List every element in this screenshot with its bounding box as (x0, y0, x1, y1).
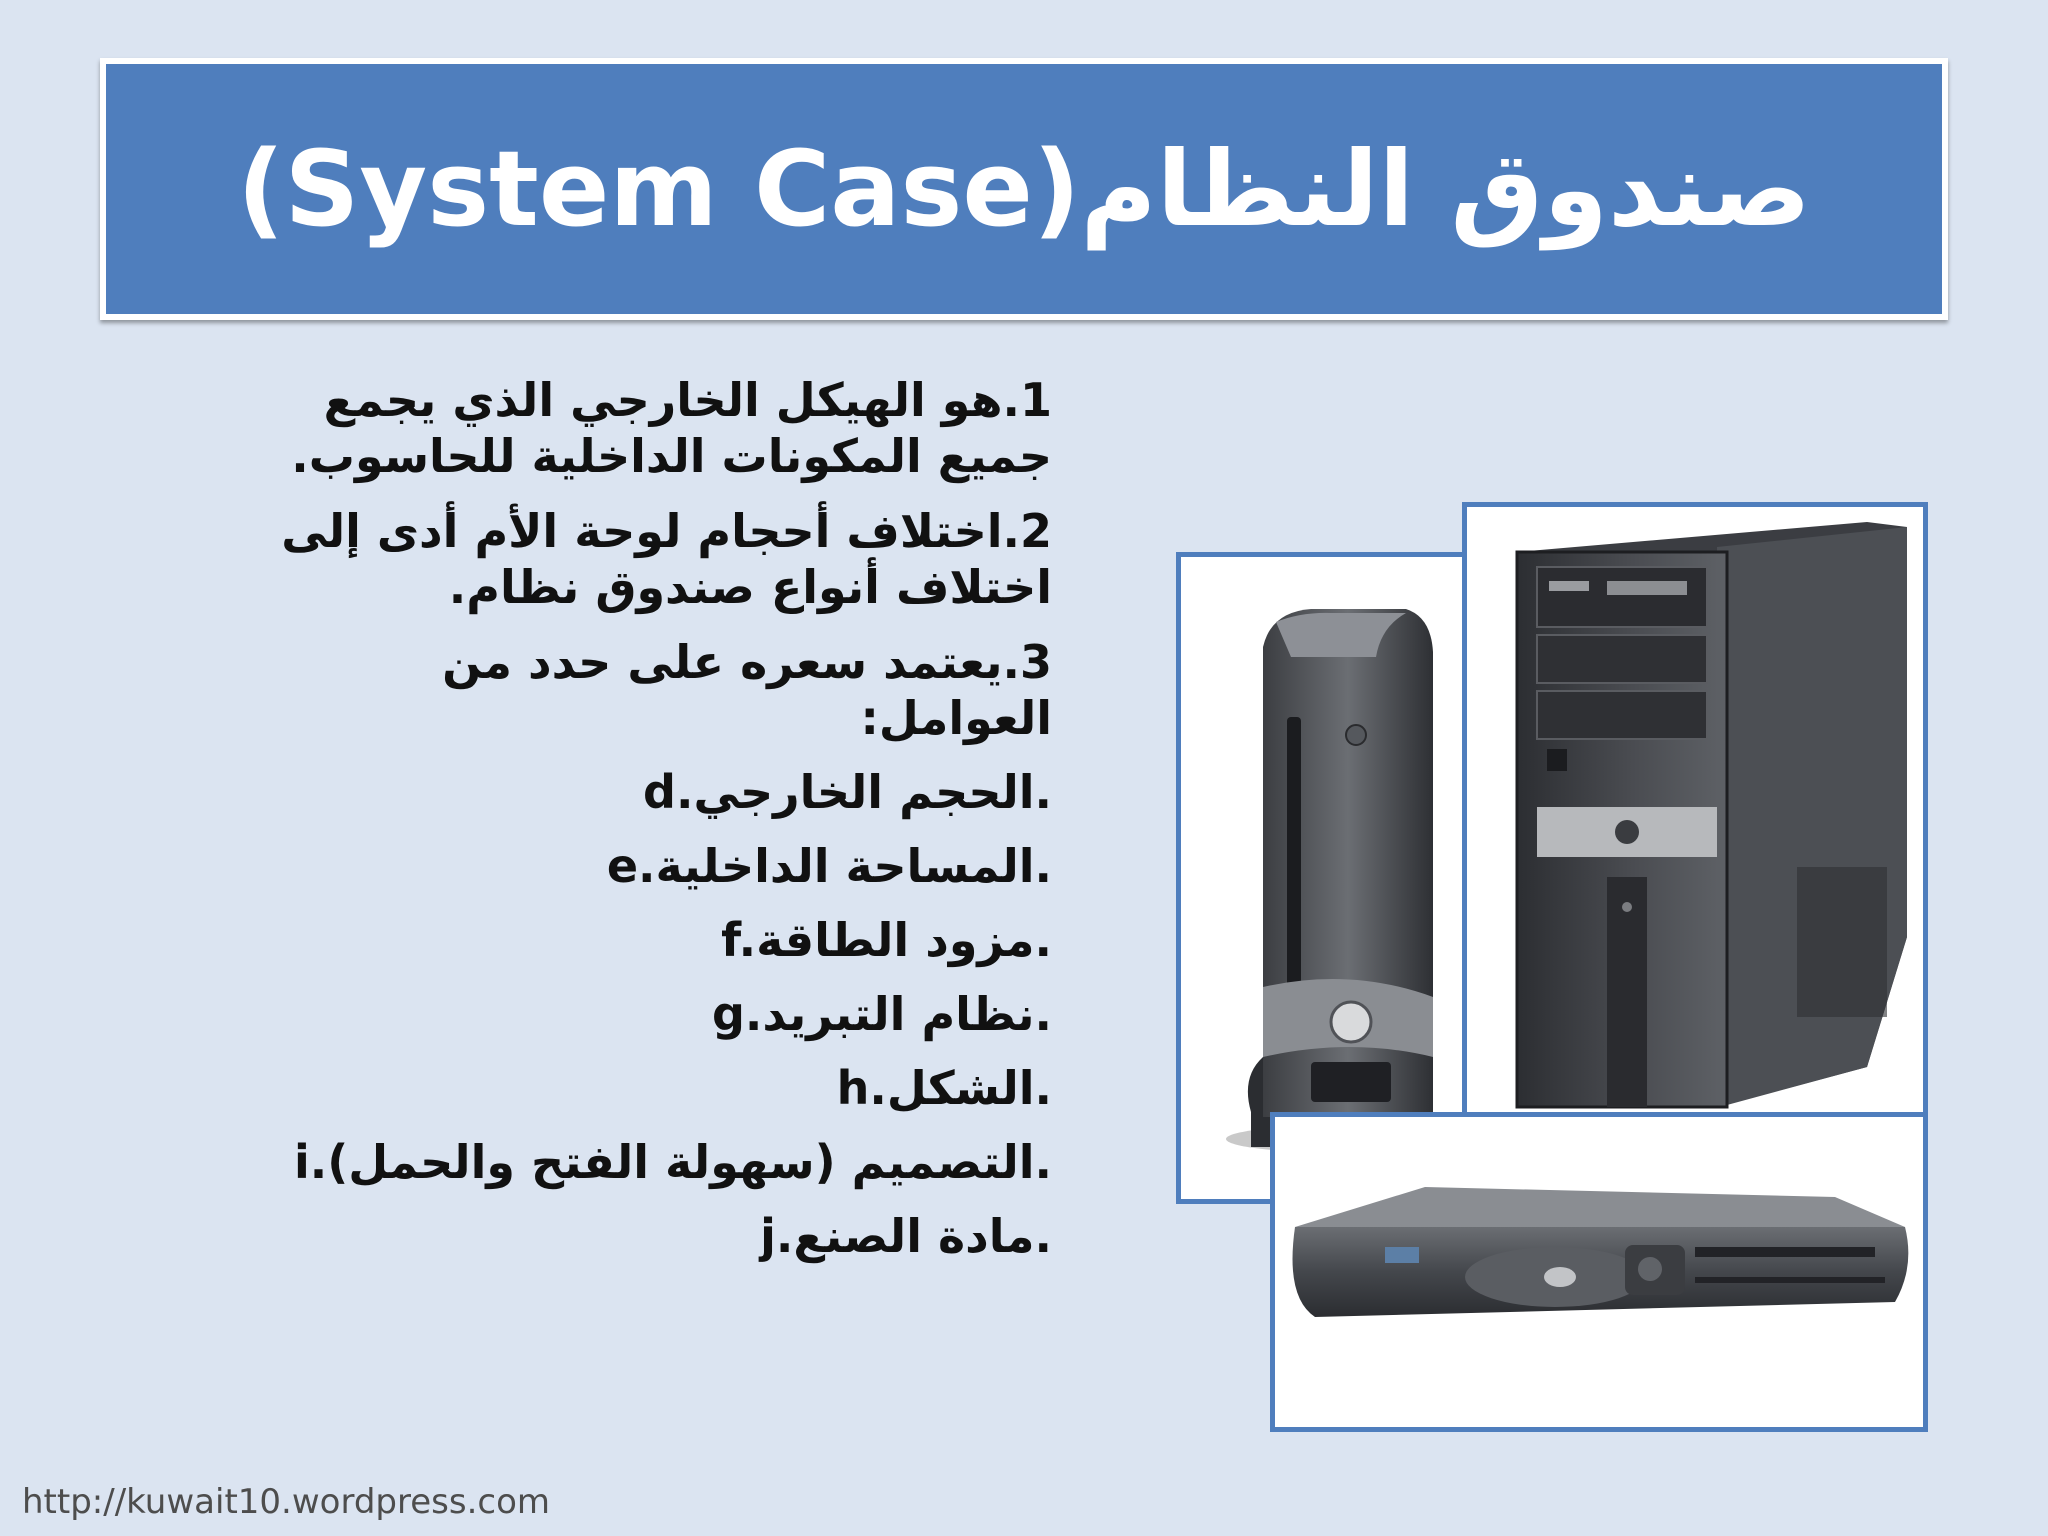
slide-title: صندوق النظام(System Case) (236, 128, 1812, 250)
list-item: f.مزود الطاقة. (721, 913, 1052, 967)
list-item: j.مادة الصنع. (760, 1209, 1052, 1263)
list-item: 2.اختلاف أحجام لوحة الأم أدى إلى اختلاف … (281, 504, 1052, 614)
list-item: e.المساحة الداخلية. (606, 839, 1052, 893)
list-item: 3.يعتمد سعره على حدد من العوامل: (442, 635, 1052, 745)
desktop-case-photo (1270, 1112, 1928, 1432)
list-item: g.نظام التبريد. (711, 987, 1052, 1041)
title-banner: صندوق النظام(System Case) (100, 58, 1948, 320)
horizontal-desktop-computer-icon (1292, 1187, 1909, 1317)
list-item: 1.هو الهيكل الخارجي الذي يجمع جميع المكو… (291, 373, 1052, 483)
slim-tower-pc-photo (1176, 552, 1476, 1204)
tower-computer-icon (1515, 522, 1907, 1109)
factors-list: 1.هو الهيكل الخارجي الذي يجمع جميع المكو… (240, 372, 1052, 1282)
list-item: d.الحجم الخارجي. (643, 765, 1052, 819)
footer-url: http://kuwait10.wordpress.com (22, 1482, 550, 1522)
hp-tower-pc-photo (1462, 502, 1928, 1138)
slim-tower-computer-icon (1226, 609, 1466, 1153)
list-item: h.الشكل. (836, 1061, 1052, 1115)
list-item: i.التصميم (سهولة الفتح والحمل). (293, 1135, 1052, 1189)
